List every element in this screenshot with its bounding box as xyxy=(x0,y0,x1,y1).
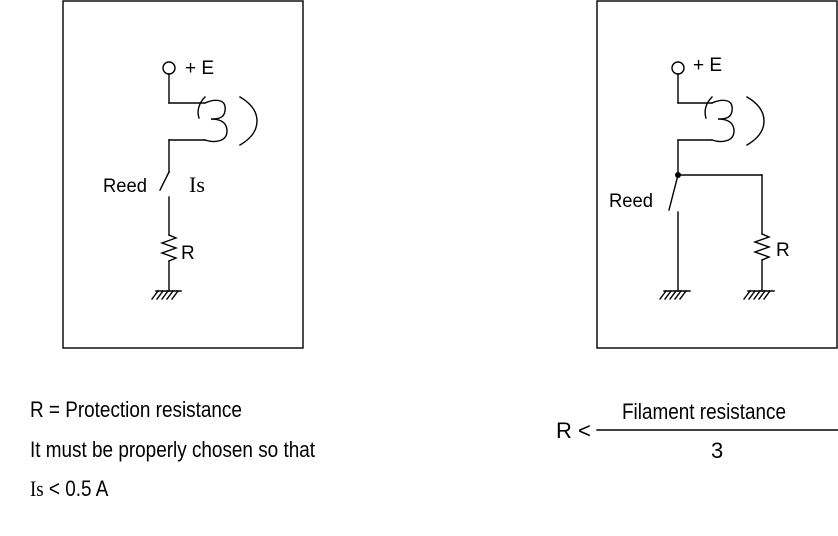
right-lamp-icon xyxy=(704,96,765,146)
right-reed-switch-contact xyxy=(668,174,679,211)
left-ground-icon xyxy=(151,290,182,300)
current-limit-value: < 0.5 A xyxy=(43,476,109,501)
right-ground-icon-reed xyxy=(659,290,691,300)
left-reed-switch-contact xyxy=(159,171,170,191)
left-resistor-icon xyxy=(159,234,179,262)
left-current-label: Is xyxy=(189,172,205,197)
formula-denominator: 3 xyxy=(711,438,724,463)
current-symbol: Is xyxy=(30,476,44,501)
right-resistor-label: R xyxy=(776,240,790,261)
protection-resistance-note: R = Protection resistance xyxy=(30,397,242,422)
left-supply-label: + E xyxy=(185,58,214,79)
right-ground-icon-resistor xyxy=(743,290,775,300)
right-resistor-icon xyxy=(752,233,772,261)
current-limit-note: Is < 0.5 A xyxy=(30,478,108,500)
right-junction-dot xyxy=(675,172,681,178)
right-supply-label: + E xyxy=(693,55,722,76)
right-supply-terminal xyxy=(671,61,685,75)
formula-numerator: Filament resistance xyxy=(622,399,787,424)
left-resistor-label: R xyxy=(181,243,195,264)
right-panel-frame xyxy=(596,0,838,349)
formula-lhs: R < xyxy=(556,418,591,443)
left-reed-label: Reed xyxy=(103,176,147,197)
left-supply-terminal xyxy=(162,61,176,75)
left-lamp-icon xyxy=(197,96,258,146)
left-panel-frame xyxy=(62,0,304,349)
right-reed-label: Reed xyxy=(609,191,653,212)
chosen-so-that-note: It must be properly chosen so that xyxy=(30,437,316,462)
